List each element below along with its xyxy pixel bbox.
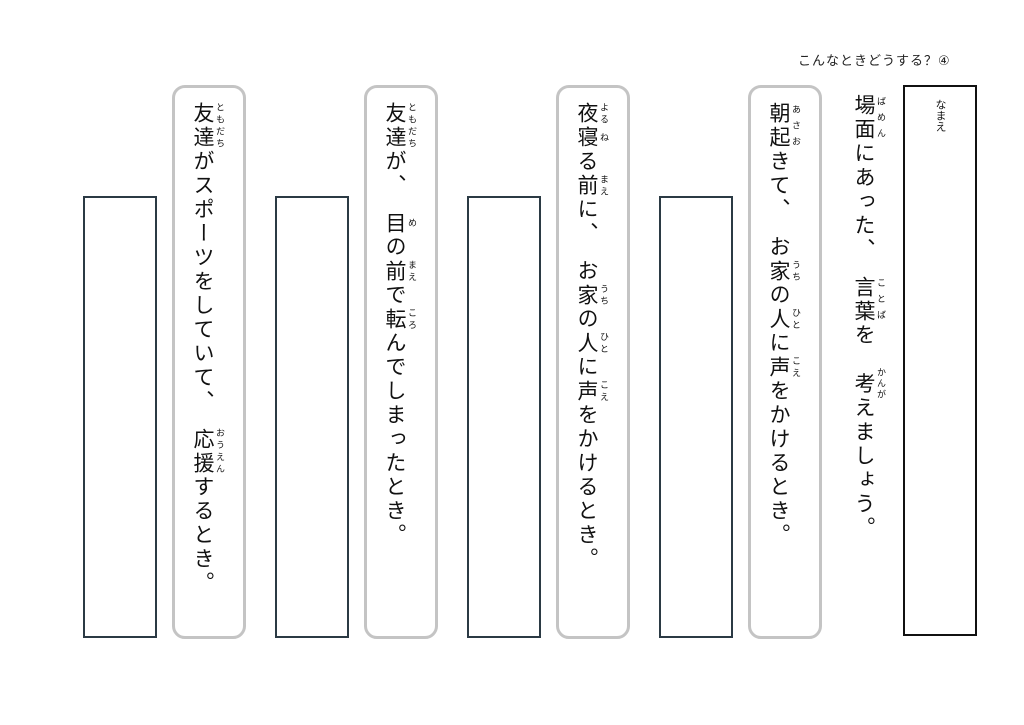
furigana: ころ bbox=[406, 307, 416, 332]
furigana: うち bbox=[790, 259, 800, 284]
base-text: 前 bbox=[383, 259, 407, 284]
furigana: ともだち bbox=[214, 102, 224, 150]
answer-box-1[interactable] bbox=[659, 196, 733, 638]
text-segment: がスポーツをしていて、 bbox=[191, 150, 215, 428]
text-segment: が、 bbox=[383, 150, 407, 212]
base-text: 前 bbox=[575, 174, 599, 198]
furigana: め bbox=[406, 211, 416, 236]
base-text: 人 bbox=[575, 331, 599, 356]
answer-box-2[interactable] bbox=[467, 196, 541, 638]
text-segment: をかけるとき。 bbox=[575, 403, 599, 572]
text-segment: をかけるとき。 bbox=[767, 379, 791, 548]
text-segment: の bbox=[767, 283, 791, 308]
ruby-word: 前まえ bbox=[575, 174, 608, 198]
name-field[interactable]: なまえ bbox=[903, 85, 977, 636]
text-segment: えましょう。 bbox=[852, 396, 876, 541]
scenario-text: 夜よる寝ねる前まえに、 お家うちの人ひとに声こえをかけるとき。 bbox=[569, 102, 608, 572]
text-segment: に bbox=[575, 355, 599, 380]
text-segment: を bbox=[852, 323, 876, 372]
furigana: ともだち bbox=[406, 102, 416, 150]
instruction-text: 場面ばめんにあった、 言葉ことばを 考かんがえましょう。 bbox=[846, 94, 885, 541]
base-text: 言葉 bbox=[852, 275, 876, 324]
furigana: こえ bbox=[790, 355, 800, 380]
ruby-word: 場面ばめん bbox=[852, 94, 885, 142]
text-segment: きて、 お bbox=[767, 150, 791, 260]
scenario-card-1: 朝起あさおきて、 お家うちの人ひとに声こえをかけるとき。 bbox=[748, 85, 822, 639]
base-text: 人 bbox=[767, 307, 791, 332]
base-text: 友達 bbox=[383, 102, 407, 150]
base-text: 夜 bbox=[575, 102, 599, 126]
text-segment: の bbox=[575, 307, 599, 332]
scenario-card-2: 夜よる寝ねる前まえに、 お家うちの人ひとに声こえをかけるとき。 bbox=[556, 85, 630, 639]
furigana: ことば bbox=[875, 275, 885, 324]
text-segment: んでしまったとき。 bbox=[383, 331, 407, 548]
ruby-word: 人ひと bbox=[575, 331, 608, 356]
name-label: なまえ bbox=[934, 99, 947, 132]
ruby-word: 前まえ bbox=[383, 259, 416, 284]
furigana: こえ bbox=[598, 379, 608, 404]
ruby-word: 友達ともだち bbox=[191, 102, 224, 150]
answer-box-3[interactable] bbox=[275, 196, 349, 638]
text-segment: で bbox=[383, 283, 407, 308]
furigana: まえ bbox=[406, 259, 416, 284]
base-text: 声 bbox=[767, 355, 791, 380]
scenario-text: 朝起あさおきて、 お家うちの人ひとに声こえをかけるとき。 bbox=[761, 102, 800, 548]
ruby-word: 声こえ bbox=[575, 379, 608, 404]
ruby-word: 寝ね bbox=[575, 126, 608, 150]
base-text: 家 bbox=[575, 283, 599, 308]
base-text: 場面 bbox=[852, 94, 876, 142]
base-text: 友達 bbox=[191, 102, 215, 150]
base-text: 声 bbox=[575, 379, 599, 404]
base-text: 考 bbox=[852, 367, 876, 401]
furigana: かんが bbox=[875, 367, 885, 401]
text-segment: の bbox=[383, 235, 407, 260]
base-text: 寝 bbox=[575, 126, 599, 150]
base-text: 朝起 bbox=[767, 102, 791, 150]
ruby-word: 友達ともだち bbox=[383, 102, 416, 150]
ruby-word: 言葉ことば bbox=[852, 275, 885, 324]
text-segment: するとき。 bbox=[191, 475, 215, 596]
furigana: まえ bbox=[598, 174, 608, 198]
base-text: 転 bbox=[383, 307, 407, 332]
text-segment: に bbox=[767, 331, 791, 356]
ruby-word: 転ころ bbox=[383, 307, 416, 332]
furigana: よる bbox=[598, 102, 608, 126]
base-text: 応援 bbox=[191, 427, 215, 476]
text-segment: にあった、 bbox=[852, 142, 876, 276]
ruby-word: 朝起あさお bbox=[767, 102, 800, 150]
furigana: ひと bbox=[790, 307, 800, 332]
scenario-text: 友達ともだちがスポーツをしていて、 応援おうえんするとき。 bbox=[185, 102, 224, 596]
furigana: あさお bbox=[790, 102, 800, 150]
worksheet-title: こんなときどうする？④ bbox=[798, 54, 951, 69]
text-segment: る bbox=[575, 150, 599, 174]
scenario-card-4: 友達ともだちがスポーツをしていて、 応援おうえんするとき。 bbox=[172, 85, 246, 639]
ruby-word: 夜よる bbox=[575, 102, 608, 126]
answer-box-4[interactable] bbox=[83, 196, 157, 638]
furigana: ひと bbox=[598, 331, 608, 356]
ruby-word: 家うち bbox=[767, 259, 800, 284]
furigana: うち bbox=[598, 283, 608, 308]
ruby-word: 人ひと bbox=[767, 307, 800, 332]
furigana: おうえん bbox=[214, 427, 224, 476]
furigana: ばめん bbox=[875, 94, 885, 142]
base-text: 家 bbox=[767, 259, 791, 284]
scenario-text: 友達ともだちが、 目めの前まえで転ころんでしまったとき。 bbox=[377, 102, 416, 548]
ruby-word: 声こえ bbox=[767, 355, 800, 380]
furigana: ね bbox=[598, 126, 608, 150]
ruby-word: 考かんが bbox=[852, 368, 885, 401]
base-text: 目 bbox=[383, 211, 407, 236]
text-segment: に、 お bbox=[575, 198, 599, 284]
scenario-card-3: 友達ともだちが、 目めの前まえで転ころんでしまったとき。 bbox=[364, 85, 438, 639]
ruby-word: 目め bbox=[383, 211, 416, 236]
ruby-word: 家うち bbox=[575, 283, 608, 308]
ruby-word: 応援おうえん bbox=[191, 427, 224, 476]
